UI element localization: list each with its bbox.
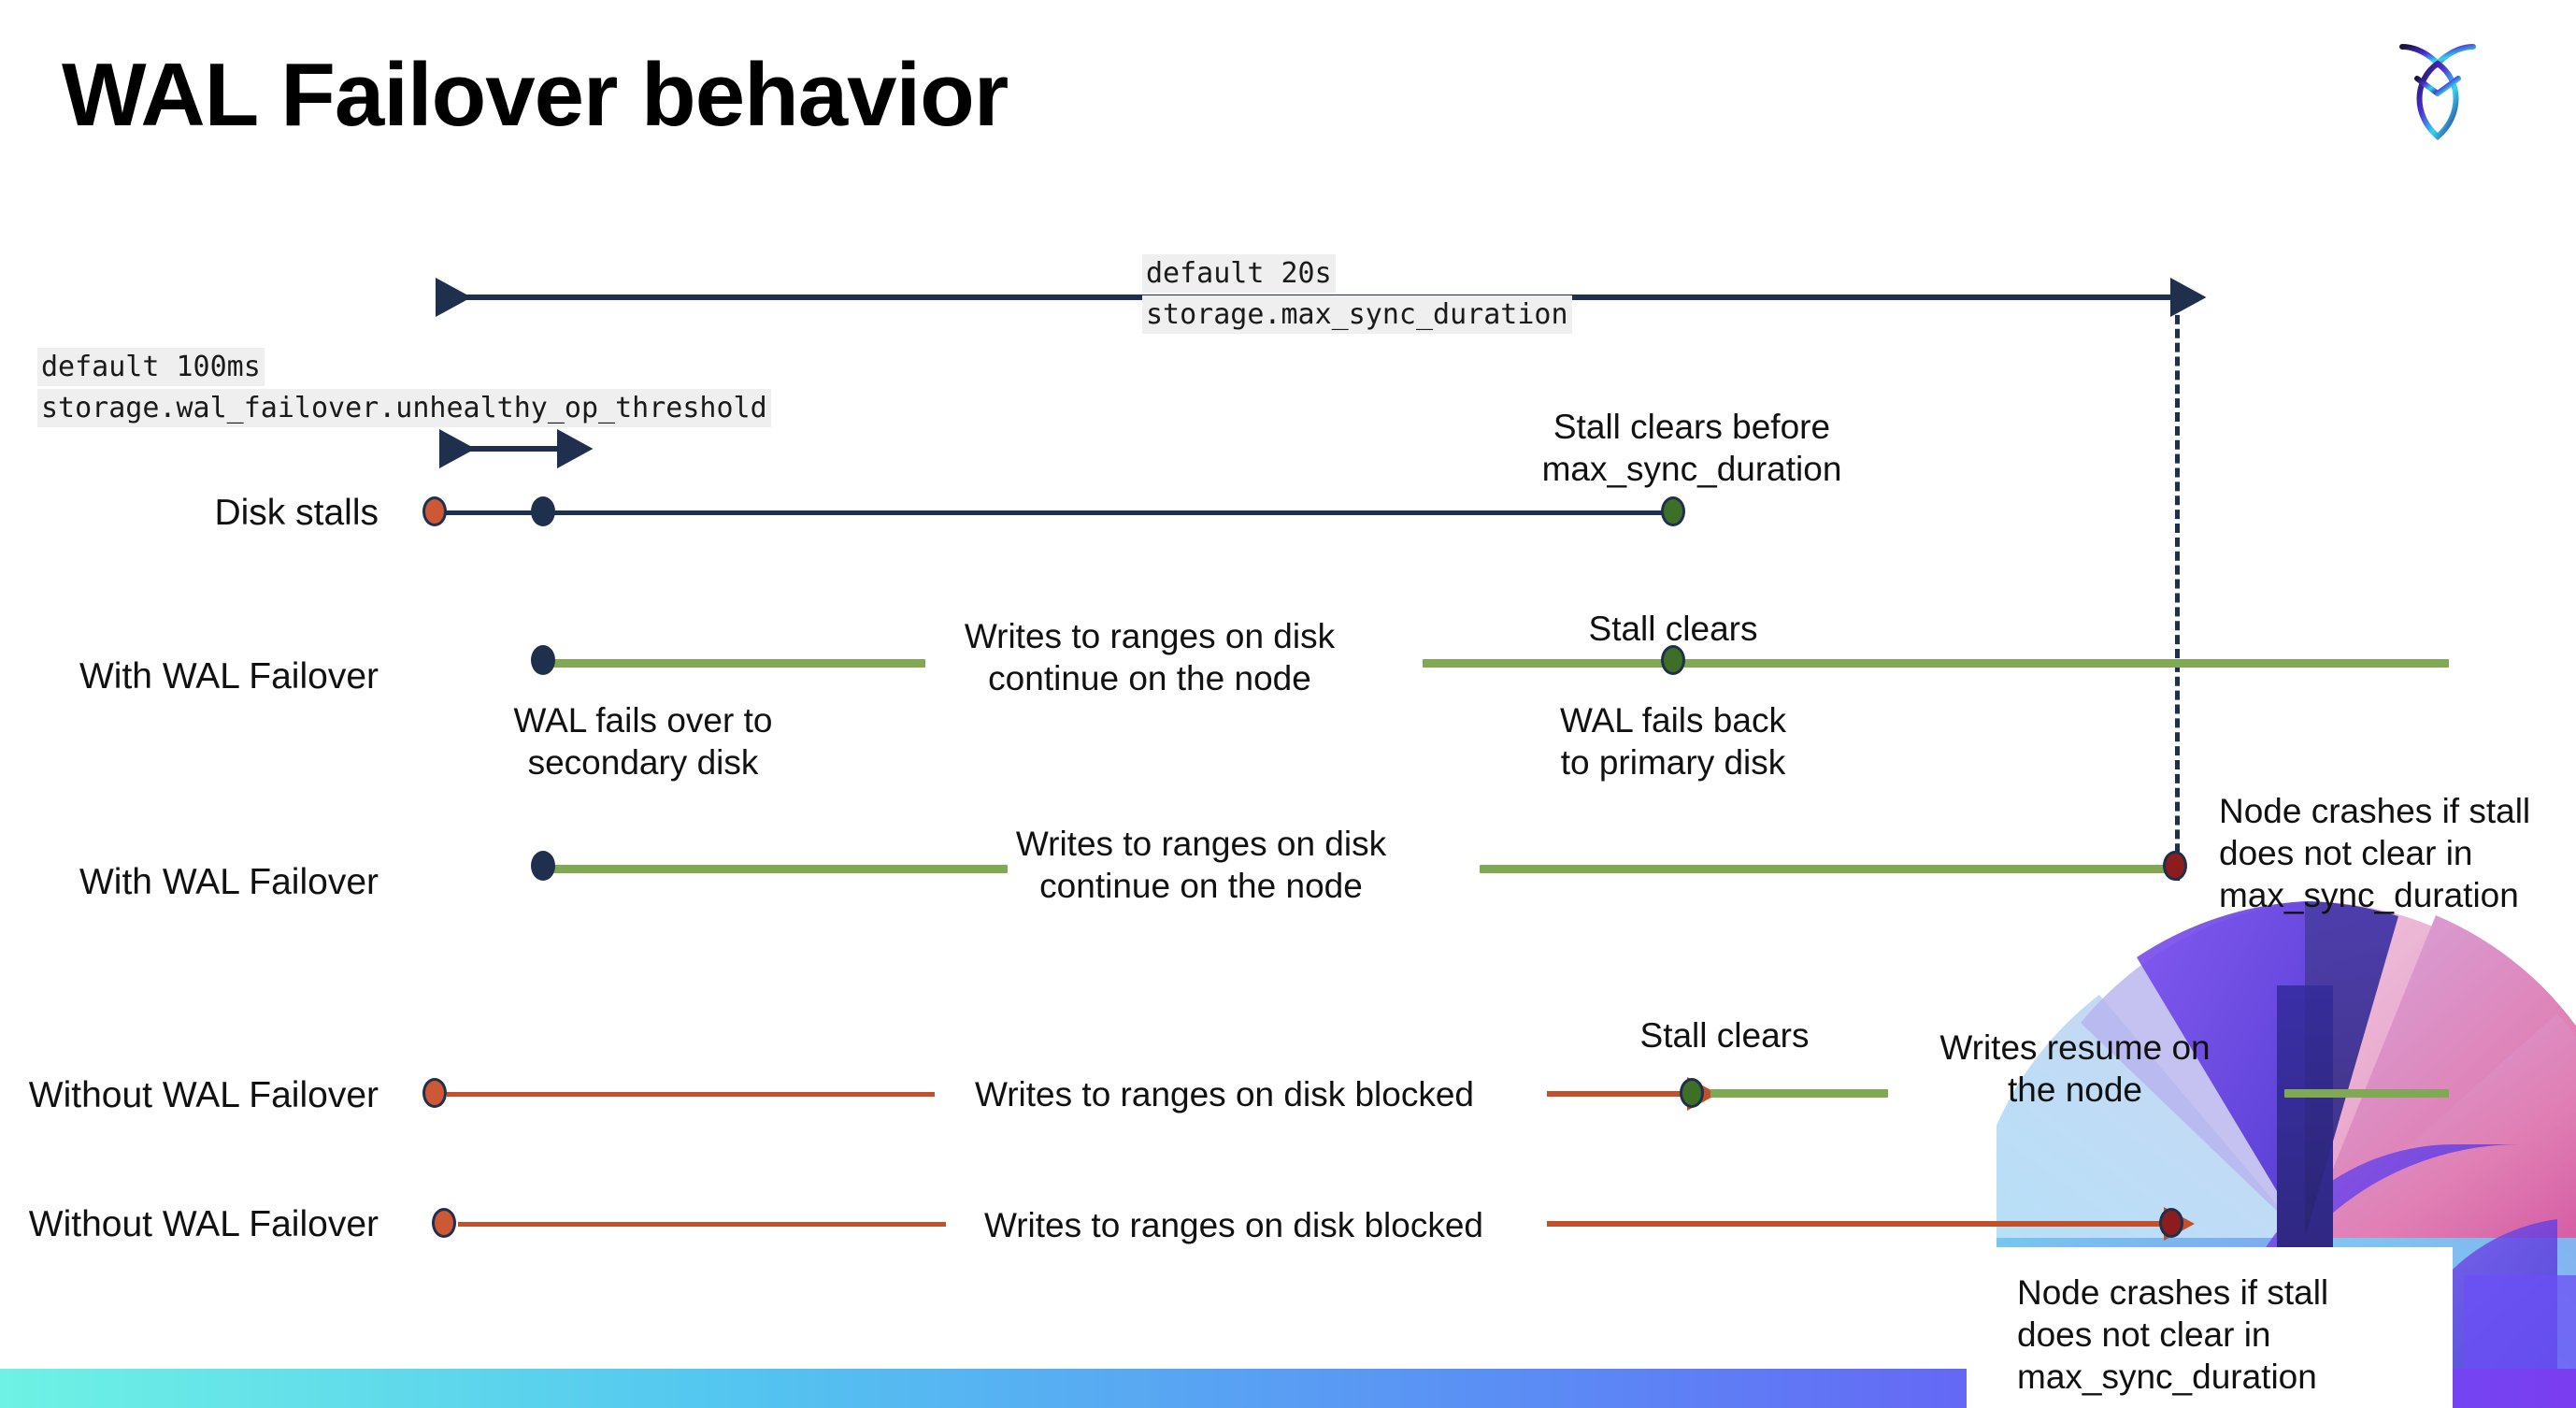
max-sync-duration-dropline xyxy=(2175,301,2180,881)
row4-resume-segment-a xyxy=(1710,1089,1888,1098)
row2-stall-clears-marker xyxy=(1661,645,1685,675)
row3-segment-b xyxy=(1480,865,2181,873)
row4-stall-clears-marker xyxy=(1680,1078,1704,1108)
anno-stall-clears-r2: Stall clears xyxy=(1588,610,1758,648)
row5-start-marker xyxy=(432,1208,456,1238)
disk-stalls-timeline xyxy=(439,510,1675,515)
row2-segment-b xyxy=(1423,659,2449,668)
row3-failover-marker xyxy=(531,851,555,881)
row2-segment-a xyxy=(540,659,925,668)
anno-stall-clears-r4: Stall clears xyxy=(1639,1016,1810,1055)
annotation-callout-backdrop xyxy=(1967,1247,2453,1408)
row4-resume-segment-b xyxy=(2284,1089,2449,1098)
unhealthy-op-threshold-default-chip: default 100ms xyxy=(37,348,265,386)
anno-writes-continue-r3: Writes to ranges on disk continue on the… xyxy=(1015,825,1387,906)
row2-failover-marker xyxy=(531,645,555,675)
row4-start-marker xyxy=(422,1078,447,1108)
row-label-with-wal-failover-crash: With WAL Failover xyxy=(79,862,379,902)
anno-writes-blocked-r4: Writes to ranges on disk blocked xyxy=(974,1075,1475,1113)
max-sync-duration-setting-chip: storage.max_sync_duration xyxy=(1142,295,1572,334)
row-label-without-wal-failover-clears: Without WAL Failover xyxy=(28,1075,379,1115)
row-label-disk-stalls: Disk stalls xyxy=(214,493,379,533)
anno-stall-clears-before-max: Stall clears before max_sync_duration xyxy=(1541,408,1842,489)
cockroachdb-logo-icon xyxy=(2399,44,2476,140)
disk-stalls-failover-marker xyxy=(531,496,555,526)
anno-wal-fails-back: WAL fails back to primary disk xyxy=(1560,701,1786,783)
anno-wal-fails-over: WAL fails over to secondary disk xyxy=(513,701,773,783)
row4-blocked-segment xyxy=(447,1092,935,1097)
max-sync-duration-default-chip: default 20s xyxy=(1142,254,1336,293)
row5-crash-marker xyxy=(2159,1208,2183,1238)
row-label-without-wal-failover-crash: Without WAL Failover xyxy=(28,1204,379,1244)
disk-stalls-start-marker xyxy=(422,496,447,526)
anno-node-crashes-r3: Node crashes if stall does not clear in … xyxy=(2219,792,2531,915)
unhealthy-op-threshold-setting-chip: storage.wal_failover.unhealthy_op_thresh… xyxy=(37,389,771,427)
row3-segment-a xyxy=(540,865,1008,873)
row5-blocked-segment xyxy=(458,1222,946,1227)
anno-writes-blocked-r5: Writes to ranges on disk blocked xyxy=(983,1206,1484,1244)
row-label-with-wal-failover-clears: With WAL Failover xyxy=(79,656,379,697)
anno-node-crashes-r5: Node crashes if stall does not clear in … xyxy=(2017,1273,2329,1397)
disk-stalls-clear-marker xyxy=(1661,496,1685,526)
anno-writes-continue-r2: Writes to ranges on disk continue on the… xyxy=(964,617,1336,698)
anno-writes-resume-r4: Writes resume on the node xyxy=(1939,1028,2211,1110)
page-title: WAL Failover behavior xyxy=(62,45,1009,145)
row3-crash-marker xyxy=(2163,851,2187,881)
